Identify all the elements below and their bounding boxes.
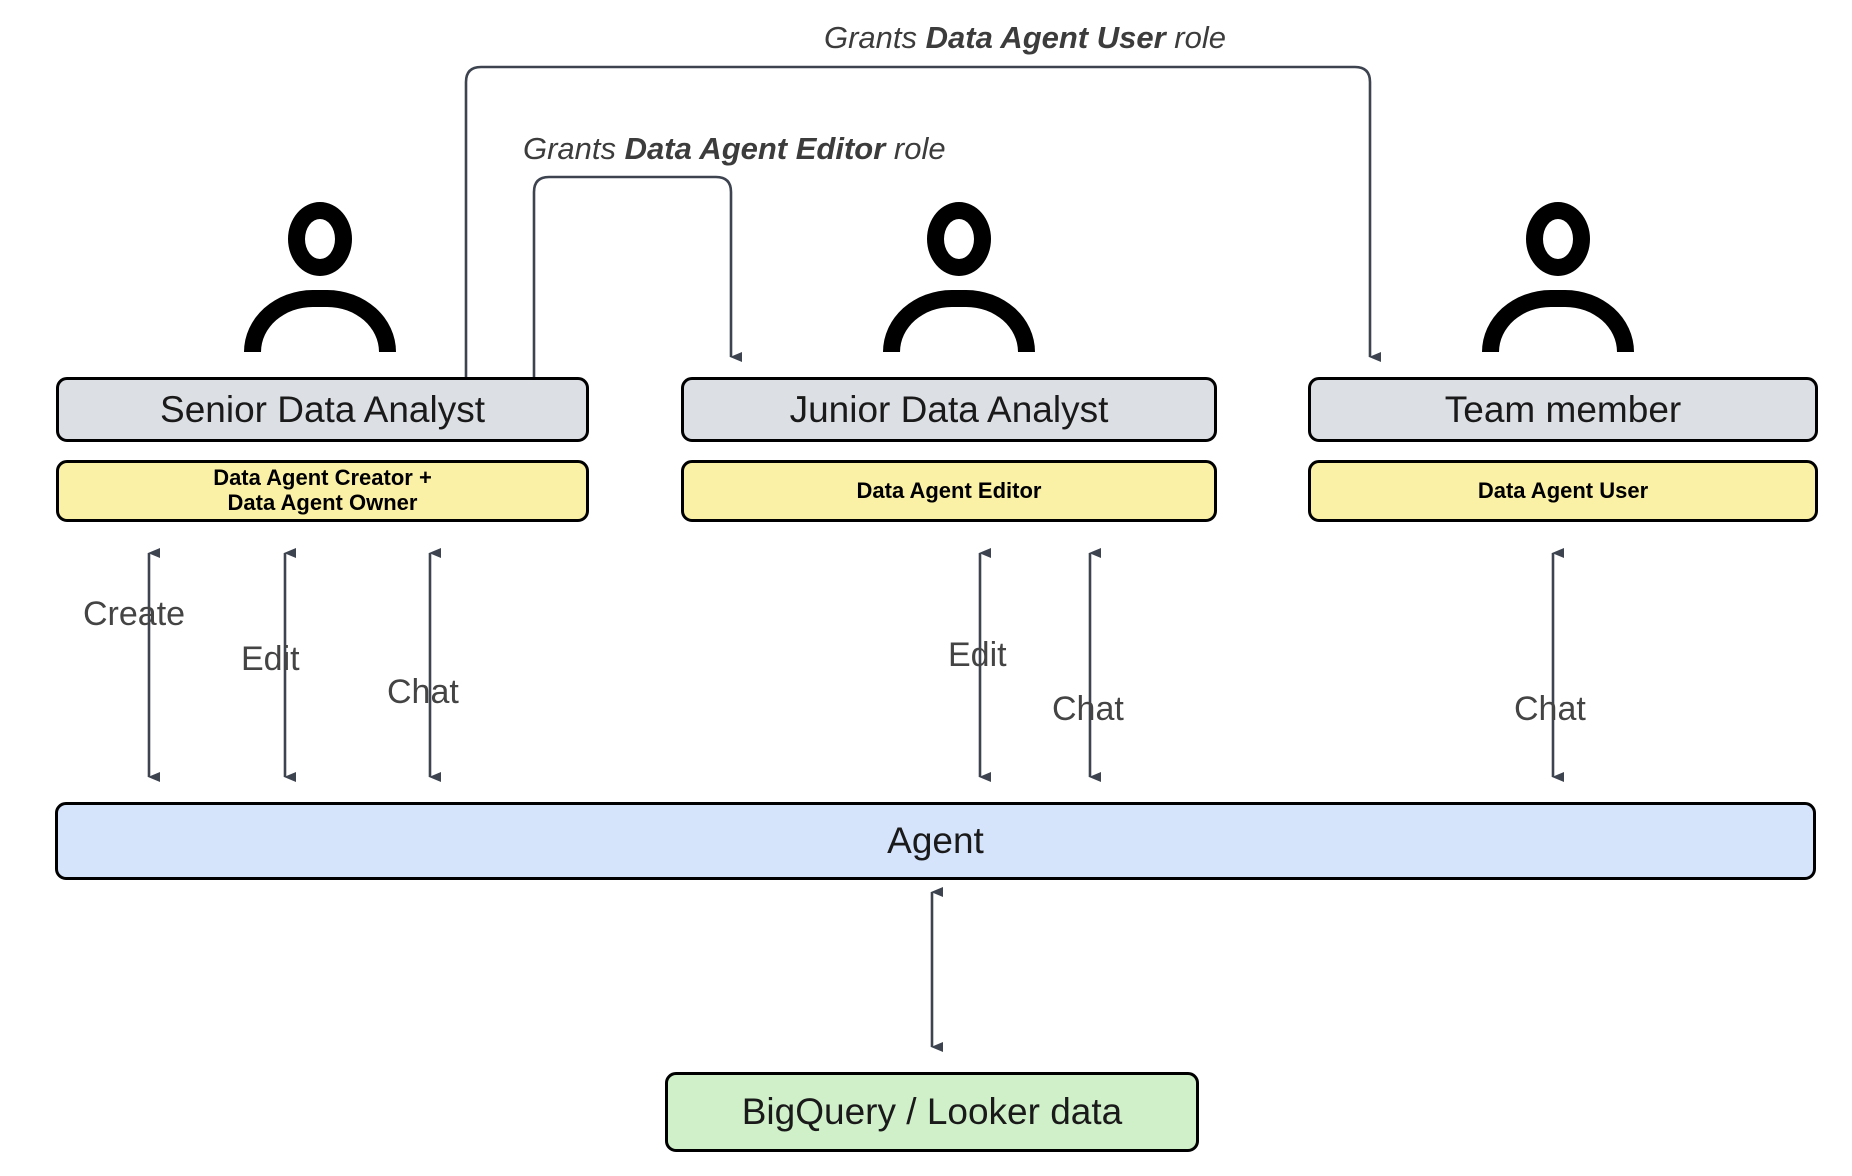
person-body-icon <box>244 290 396 352</box>
persona-role-senior-data-analyst[interactable]: Data Agent Creator + Data Agent Owner <box>56 460 589 522</box>
grant-user-suffix: role <box>1165 20 1226 55</box>
persona-title-label: Junior Data Analyst <box>789 388 1109 430</box>
edge-label-text: Chat <box>387 673 459 711</box>
persona-title-senior-data-analyst[interactable]: Senior Data Analyst <box>56 377 589 442</box>
edge-label-team-chat: Chat <box>1514 690 1586 729</box>
edge-label-senior-chat: Chat <box>387 673 459 712</box>
grant-editor-suffix: role <box>885 131 946 166</box>
person-body-icon <box>1482 290 1634 352</box>
role-line-2: Data Agent Owner <box>227 490 418 515</box>
grant-user-role: Data Agent User <box>925 20 1166 55</box>
datasource-label: BigQuery / Looker data <box>741 1091 1123 1133</box>
person-head-icon <box>288 202 352 276</box>
edge-label-text: Edit <box>948 636 1007 674</box>
edge-label-senior-create: Create <box>83 595 185 634</box>
persona-title-label: Team member <box>1444 388 1682 430</box>
persona-title-junior-data-analyst[interactable]: Junior Data Analyst <box>681 377 1217 442</box>
person-icon-senior-data-analyst <box>240 202 400 352</box>
connector-grant-editor <box>532 175 742 378</box>
grant-user-prefix: Grants <box>824 20 926 55</box>
grant-label-data-agent-user: Grants Data Agent User role <box>824 20 1226 56</box>
persona-title-team-member[interactable]: Team member <box>1308 377 1818 442</box>
edge-label-senior-edit: Edit <box>241 640 300 679</box>
person-icon-junior-data-analyst <box>879 202 1039 352</box>
edge-label-junior-edit: Edit <box>948 636 1007 675</box>
edge-label-text: Edit <box>241 640 300 678</box>
role-line-1: Data Agent User <box>1477 477 1649 503</box>
role-line-1: Data Agent Creator + <box>213 465 432 491</box>
agent-label: Agent <box>887 820 984 862</box>
person-head-icon <box>927 202 991 276</box>
persona-role-junior-data-analyst[interactable]: Data Agent Editor <box>681 460 1217 522</box>
person-head-icon <box>1526 202 1590 276</box>
persona-title-label: Senior Data Analyst <box>160 388 485 430</box>
agent-node[interactable]: Agent <box>55 802 1816 880</box>
grant-editor-role: Data Agent Editor <box>624 131 886 166</box>
person-icon-team-member <box>1478 202 1638 352</box>
person-body-icon <box>883 290 1035 352</box>
grant-label-data-agent-editor: Grants Data Agent Editor role <box>523 131 946 167</box>
datasource-node[interactable]: BigQuery / Looker data <box>665 1072 1199 1152</box>
persona-role-team-member[interactable]: Data Agent User <box>1308 460 1818 522</box>
edge-label-text: Chat <box>1052 690 1124 728</box>
role-line-1: Data Agent Editor <box>856 477 1042 503</box>
edge-label-text: Create <box>83 595 186 633</box>
grant-editor-prefix: Grants <box>523 131 625 166</box>
edge-label-junior-chat: Chat <box>1052 690 1124 729</box>
edge-label-text: Chat <box>1514 690 1586 728</box>
